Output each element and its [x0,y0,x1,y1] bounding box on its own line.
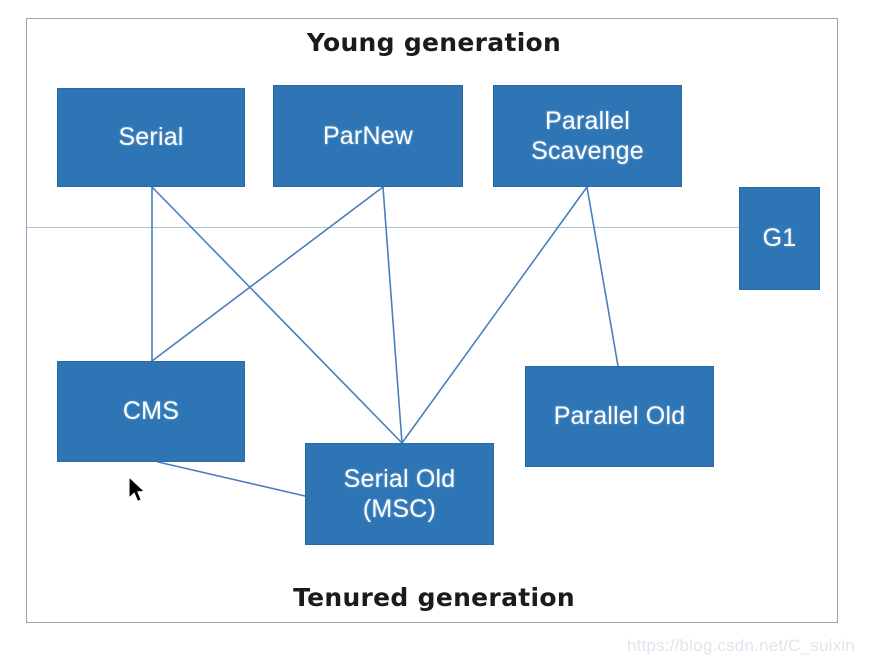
node-serial-label: Serial [118,123,184,152]
node-g1[interactable]: G1 [739,187,820,290]
node-g1-label: G1 [762,224,797,253]
generation-divider [27,227,739,228]
young-generation-label: Young generation [306,28,562,57]
node-parnew-label: ParNew [322,121,414,150]
node-serial-old[interactable]: Serial Old(MSC) [305,443,494,545]
node-parnew[interactable]: ParNew [273,85,463,187]
node-serial-old-label: Serial Old(MSC) [343,464,456,524]
node-cms[interactable]: CMS [57,361,245,462]
node-parallel-old-label: Parallel Old [553,402,686,431]
watermark-text: https://blog.csdn.net/C_suixin [626,636,855,655]
tenured-generation-label: Tenured generation [293,583,575,612]
node-serial[interactable]: Serial [57,88,245,187]
node-cms-label: CMS [122,397,180,426]
mouse-cursor-icon [128,476,146,503]
node-parallel-old[interactable]: Parallel Old [525,366,714,467]
